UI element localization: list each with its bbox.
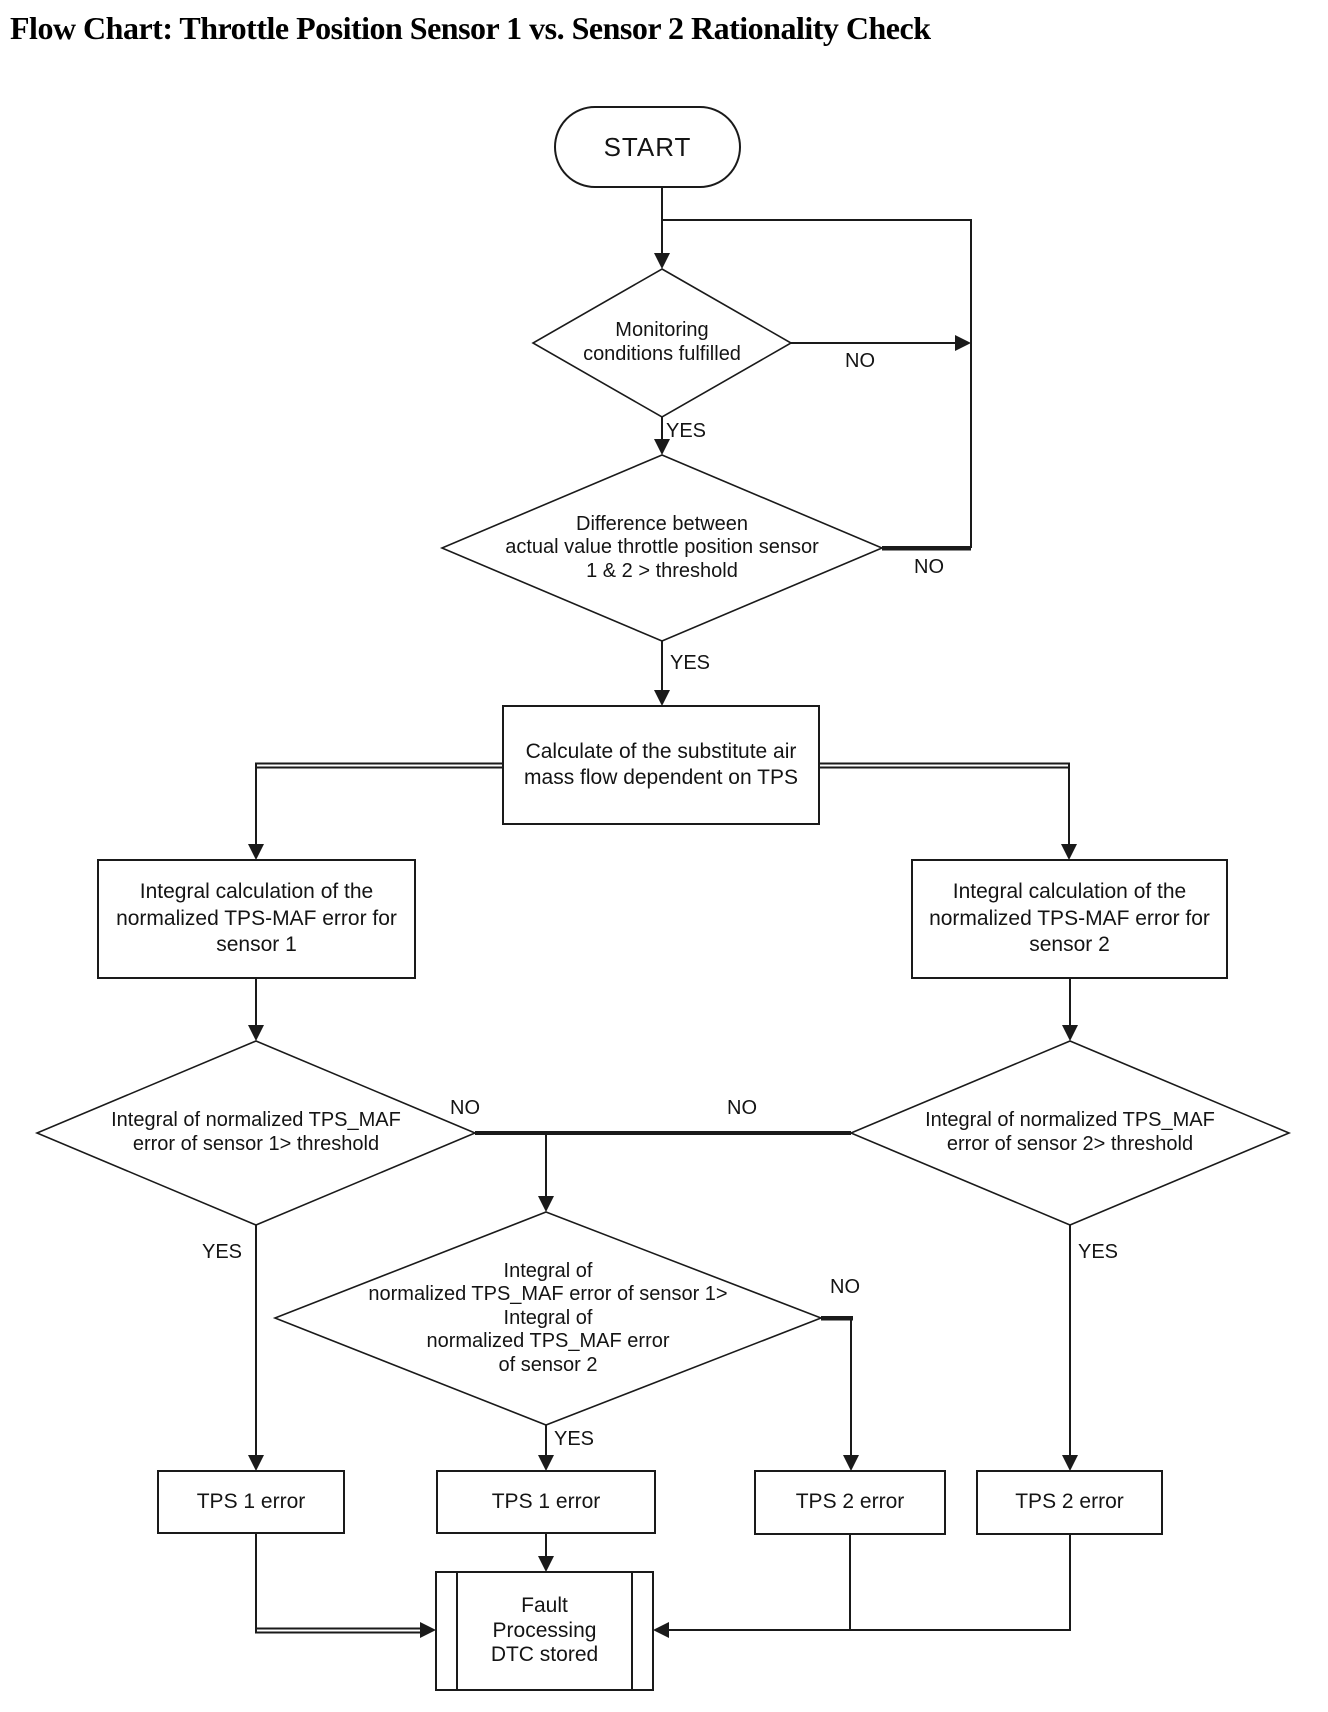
arrowhead: [654, 253, 670, 269]
start-terminator-shape: [554, 106, 741, 188]
tps1-error-left-shape: [157, 1470, 345, 1534]
page-title: Flow Chart: Throttle Position Sensor 1 v…: [10, 10, 931, 46]
tps2-error-right-shape: [976, 1470, 1163, 1535]
arrowhead: [1061, 844, 1077, 860]
difference-decision-label: Difference between actual value throttle…: [505, 512, 819, 582]
arrowheads: [248, 253, 1078, 1638]
threshold2-no-label: NO: [727, 1097, 757, 1119]
arrowhead: [538, 1455, 554, 1471]
arrowhead: [955, 335, 971, 351]
monitoring-decision-shape: [531, 268, 793, 418]
compare-decision-label: Integral of normalized TPS_MAF error of …: [368, 1259, 728, 1376]
difference-yes-label: YES: [670, 652, 711, 674]
arrowhead: [654, 690, 670, 706]
fault-processing-shape: [435, 1571, 654, 1691]
calculate-process-shape: [502, 705, 820, 825]
arrowhead: [248, 1455, 264, 1471]
tps1-error-left-label: TPS 1 error: [196, 1489, 306, 1513]
tps1-error-mid-label: TPS 1 error: [491, 1489, 601, 1513]
start-label: START: [603, 131, 692, 162]
threshold-sensor2-label: Integral of normalized TPS_MAF error of …: [925, 1109, 1215, 1155]
threshold-sensor1-shape: [34, 1040, 478, 1226]
arrowhead: [420, 1622, 436, 1638]
calculate-process-label: Calculate of the substitute air mass flo…: [524, 739, 798, 789]
integral-sensor1-label: Integral calculation of the normalized T…: [116, 880, 397, 957]
arrowhead: [538, 1196, 554, 1212]
arrowhead: [653, 1622, 669, 1638]
difference-no-label: NO: [914, 556, 944, 578]
arrowhead: [538, 1556, 554, 1572]
arrowhead: [654, 439, 670, 455]
threshold1-yes-label: YES: [202, 1241, 243, 1263]
connectors: [255, 187, 1071, 1634]
integral-sensor1-shape: [97, 859, 416, 979]
tps2-error-right-label: TPS 2 error: [1015, 1490, 1124, 1514]
integral-sensor2-label: Integral calculation of the normalized T…: [929, 880, 1210, 957]
arrowhead: [1062, 1455, 1078, 1471]
compare-yes-label: YES: [554, 1428, 595, 1450]
arrowhead: [843, 1455, 859, 1471]
threshold2-yes-label: YES: [1078, 1241, 1119, 1263]
node-shapes: [34, 106, 1292, 1691]
tps1-error-mid-shape: [436, 1470, 656, 1534]
tps2-error-mid-shape: [754, 1470, 946, 1535]
fault-processing-label: Fault Processing DTC stored: [490, 1593, 599, 1667]
difference-decision-shape: [439, 454, 885, 642]
threshold-sensor2-shape: [848, 1040, 1292, 1226]
integral-sensor2-shape: [911, 859, 1228, 979]
compare-no-label: NO: [830, 1276, 860, 1298]
compare-decision-shape: [272, 1211, 824, 1426]
arrowhead: [1062, 1025, 1078, 1041]
threshold-sensor1-label: Integral of normalized TPS_MAF error of …: [111, 1109, 401, 1155]
monitoring-yes-label: YES: [666, 420, 707, 442]
edge-loopback-rail: [662, 219, 972, 548]
arrowhead: [248, 844, 264, 860]
arrowhead: [248, 1025, 264, 1041]
threshold1-no-label: NO: [450, 1097, 480, 1119]
monitoring-decision-label: Monitoring conditions fulfilled: [583, 319, 741, 365]
tps2-error-mid-label: TPS 2 error: [795, 1490, 905, 1514]
monitoring-no-label: NO: [845, 350, 875, 372]
